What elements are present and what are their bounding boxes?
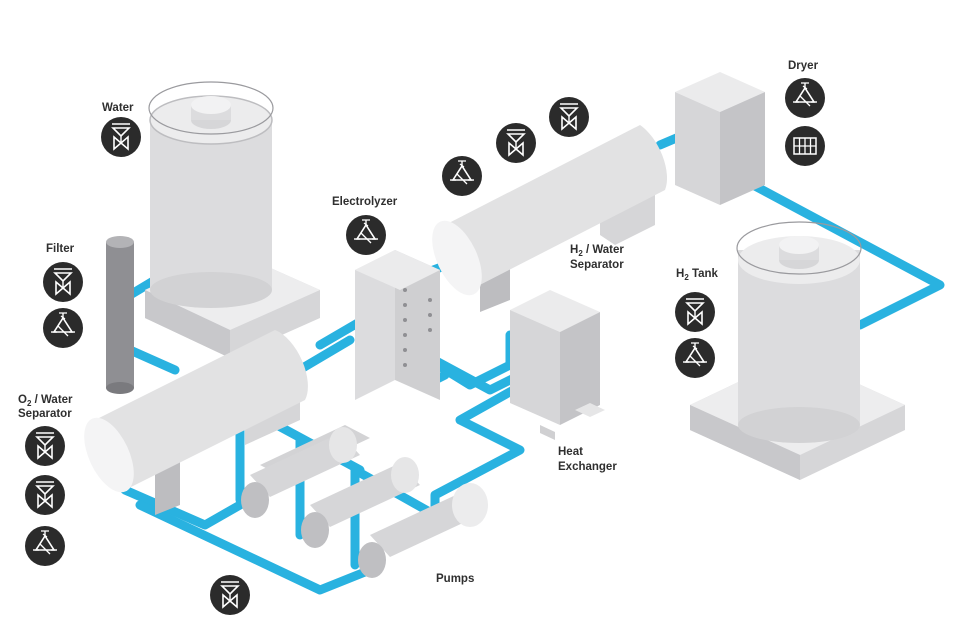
pipe-separator-pump3: [135, 500, 375, 595]
dryer-transmitter-icon: [784, 77, 826, 119]
h2-separator-valve-icon-1: [495, 122, 537, 164]
pumps: [241, 425, 488, 578]
h2-tank-valve-icon: [674, 291, 716, 333]
label-electrolyzer: Electrolyzer: [332, 196, 398, 208]
h2-tank-transmitter-icon: [674, 337, 716, 379]
label-heat-exchanger-line2: Exchanger: [558, 461, 617, 473]
label-o2-o: O: [18, 394, 27, 406]
o2-separator-valve-icon-2: [24, 474, 66, 516]
pumps-valve-icon: [209, 574, 251, 616]
o2-separator-vessel: [84, 330, 308, 515]
pump-1: [241, 425, 370, 518]
o2-separator-valve-icon-1: [24, 425, 66, 467]
electrolyzer-transmitter-icon: [345, 214, 387, 256]
label-h2tank-h: H: [676, 268, 684, 280]
pipe-filter-separator: [125, 345, 180, 375]
label-h2-h: H: [570, 244, 578, 256]
label-h2tank-subscript: 2: [684, 273, 689, 282]
electrolyzer-stack: [355, 250, 440, 400]
label-h2tank-rest: Tank: [689, 268, 719, 280]
label-h2-subscript: 2: [578, 249, 583, 258]
filter-transmitter-icon: [42, 307, 84, 349]
labels: Water Filter O2 / Water Separator Electr…: [18, 60, 819, 585]
h2-separator-transmitter-icon: [441, 155, 483, 197]
pump-2: [301, 457, 420, 548]
h2-separator-valve-icon-2: [548, 96, 590, 138]
electrolyzer-bolts: [403, 288, 432, 367]
heat-exchanger: [510, 290, 605, 440]
label-o2-separator-line2: Separator: [18, 408, 72, 420]
h2-tank: [690, 221, 905, 480]
label-h2-rest: / Water: [583, 244, 625, 256]
label-heat-exchanger-line1: Heat: [558, 446, 583, 458]
label-h2-separator-line2: Separator: [570, 259, 624, 271]
pump-3: [358, 483, 488, 578]
filter-column: [106, 236, 134, 394]
water-valve-icon: [100, 116, 142, 158]
dryer-grid-icon: [784, 125, 826, 167]
h2-separator-vessel: [432, 125, 668, 312]
label-o2-rest: / Water: [31, 394, 73, 406]
label-dryer: Dryer: [788, 60, 819, 72]
o2-separator-transmitter-icon: [24, 525, 66, 567]
filter-valve-icon: [42, 261, 84, 303]
dryer-unit: [675, 72, 765, 205]
label-o2-subscript: 2: [27, 399, 32, 408]
water-tank: [145, 81, 320, 358]
label-pumps: Pumps: [436, 573, 474, 585]
label-h2-tank: H2 Tank: [676, 268, 719, 282]
pipe-dryer-tank: [735, 173, 945, 330]
pipe-pump3-riser: [350, 465, 440, 570]
pipe-separator-pump1: [120, 485, 245, 530]
label-water: Water: [102, 102, 134, 114]
label-filter: Filter: [46, 243, 75, 255]
label-o2-separator-line1: O2 / Water: [18, 394, 73, 408]
pipe-hx-pumps: [430, 370, 545, 520]
label-h2-separator-line1: H2 / Water: [570, 244, 624, 258]
